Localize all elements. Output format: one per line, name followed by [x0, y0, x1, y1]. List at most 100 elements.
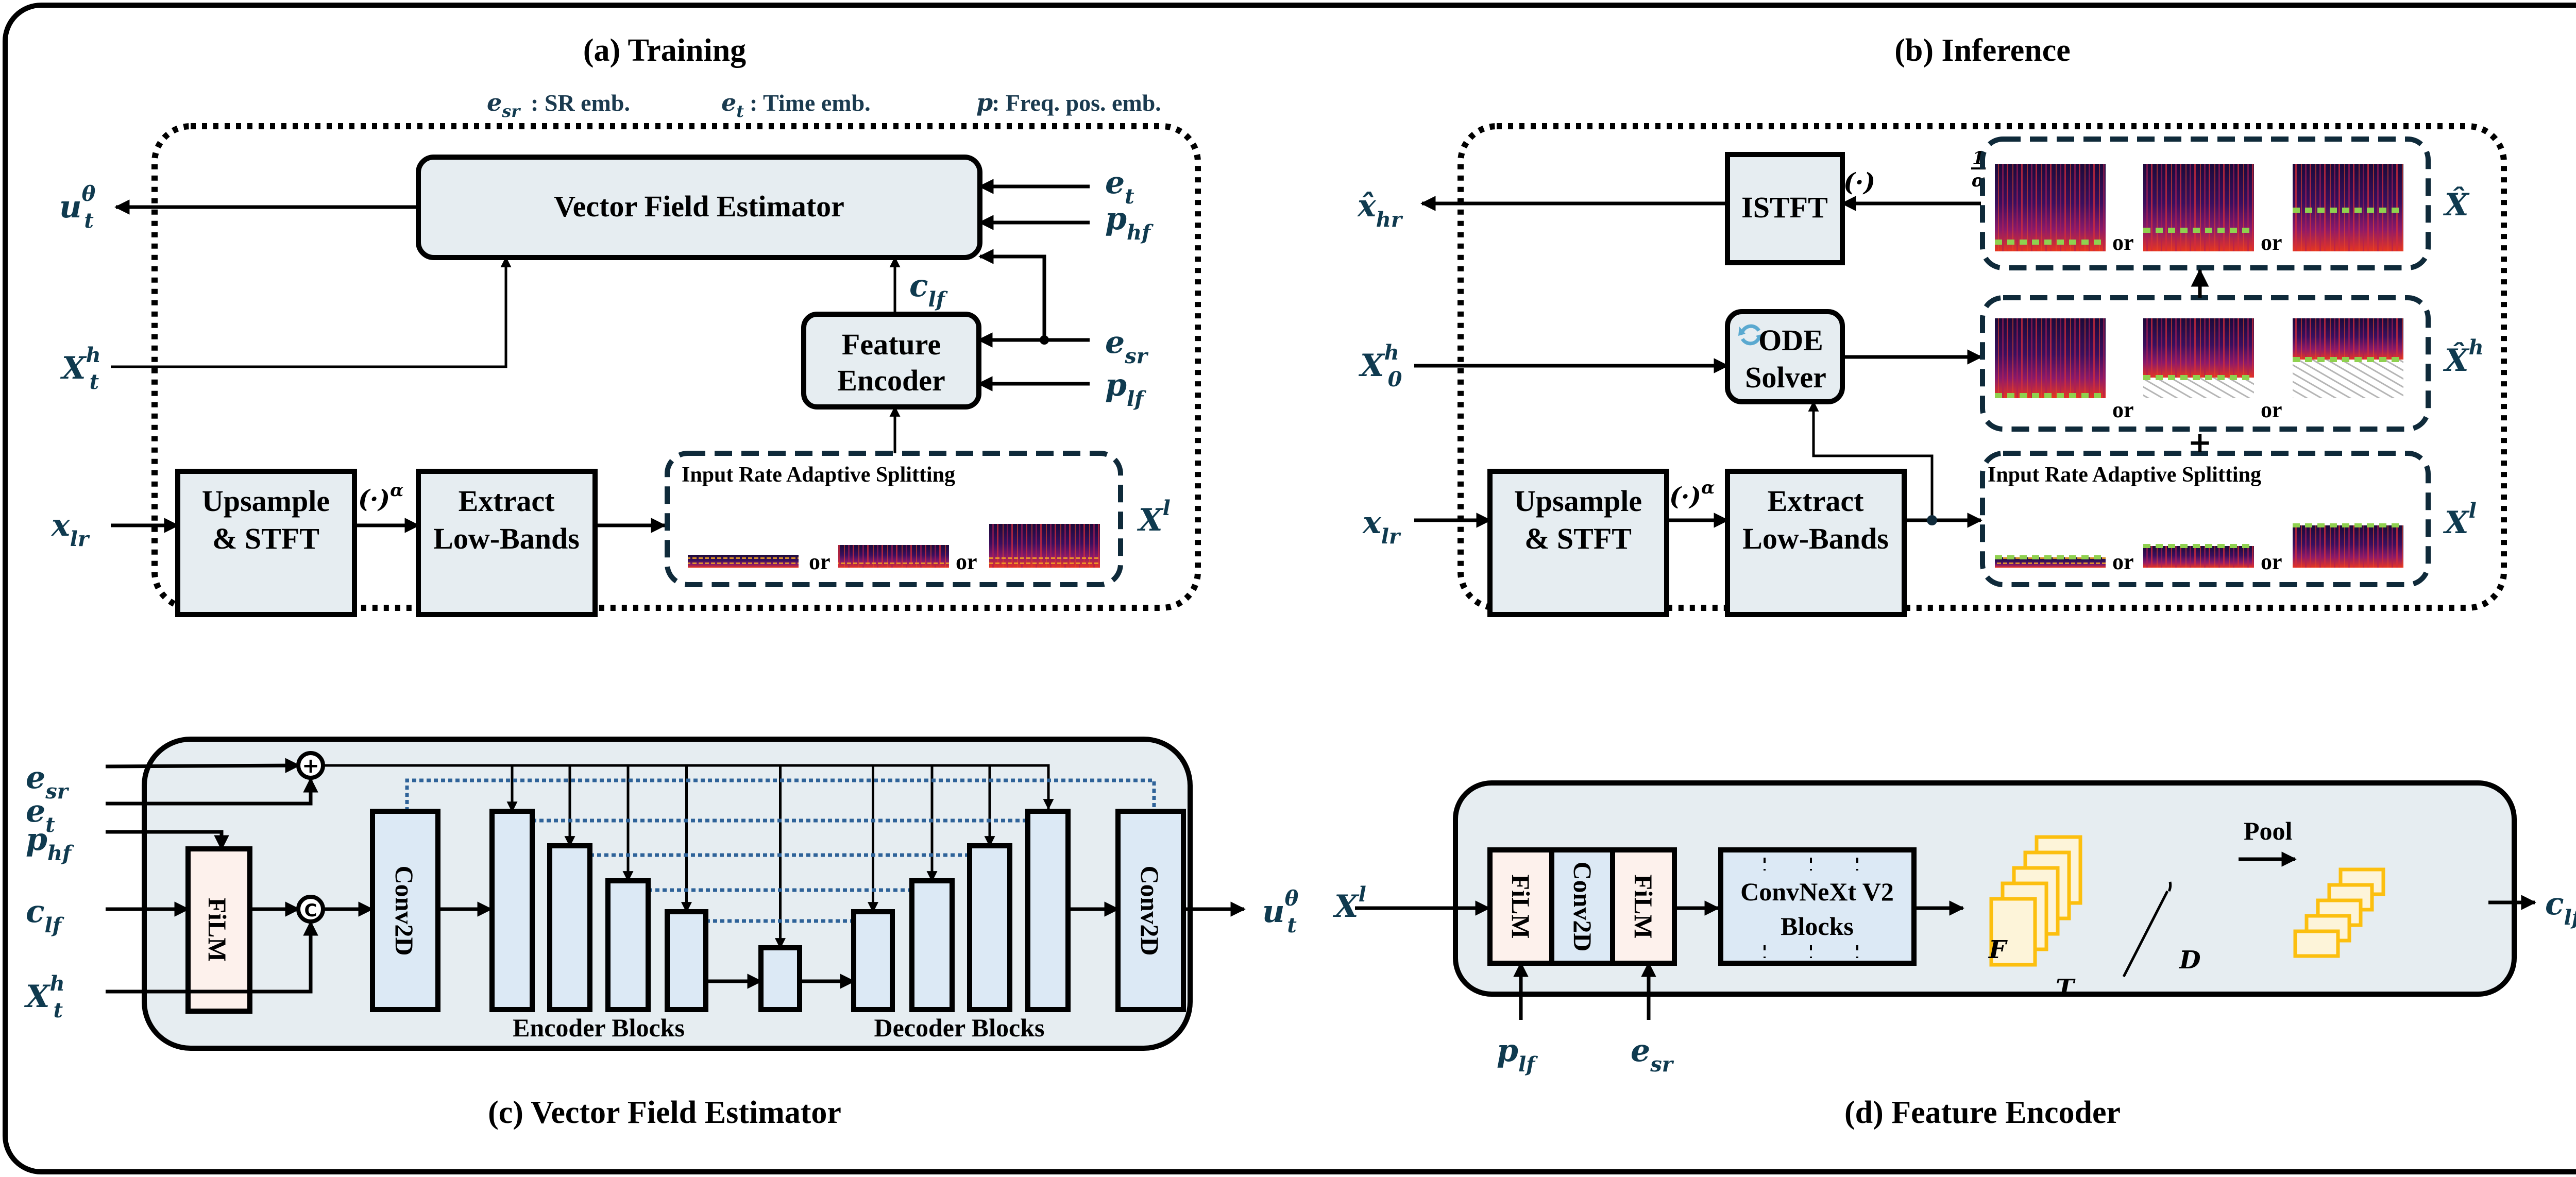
conv2d-out[interactable]: [1115, 809, 1186, 1012]
film-label-vfe: FiLM: [203, 898, 232, 962]
arrow-esr-to-add: [105, 758, 300, 773]
film-label-fe-2: FiLM: [1629, 875, 1658, 939]
axis-f-label: F: [1988, 935, 2008, 964]
label-clf: clf: [909, 268, 948, 312]
arrow-phf-to-film: [106, 830, 229, 850]
label-xhat-h: X̂h: [2443, 335, 2484, 379]
arrow-xth-to-vfe: [111, 256, 512, 368]
decoder-block-4[interactable]: [1025, 809, 1071, 1012]
or-label: or: [2112, 230, 2134, 255]
film-box-vfe[interactable]: [185, 846, 252, 1014]
decoder-block-2[interactable]: [909, 878, 955, 1012]
or-label: or: [956, 549, 977, 574]
istft-label: ISTFT: [1741, 191, 1828, 224]
convnext-box[interactable]: [1718, 847, 1917, 966]
label-esr-fe: esr: [1631, 1033, 1674, 1077]
skip-connection-outer: [405, 778, 1156, 811]
bottleneck-block[interactable]: [758, 945, 802, 1012]
legend-esr-symbol: esr: [487, 89, 521, 121]
encoder-block-4[interactable]: [665, 909, 708, 1012]
label-clf-vfe: clf: [26, 894, 64, 937]
vfe-box-label: Vector Field Estimator: [554, 190, 844, 223]
concat-symbol: C: [304, 900, 317, 921]
upsample-label-2: & STFT: [212, 522, 319, 555]
convnext-label-2: Blocks: [1781, 912, 1854, 941]
spectrogram-row-xhat: or or: [1995, 164, 2403, 255]
spectrogram-row-xhat-h: or or: [1995, 318, 2403, 422]
legend-et-text: : Time emb.: [750, 90, 871, 116]
conv2d-out-label: Conv2D: [1136, 865, 1164, 956]
axis-d-brace: [2122, 881, 2172, 978]
decoder-block-1[interactable]: [851, 909, 895, 1012]
spectrogram-thumbs-training: or or: [688, 524, 1100, 574]
conv2d-in-label: Conv2D: [390, 865, 419, 956]
encoder-block-1[interactable]: [489, 809, 535, 1012]
encoder-blocks-label: Encoder Blocks: [513, 1013, 685, 1042]
refresh-icon: [1738, 324, 1763, 346]
xhat-container: [1980, 137, 2431, 270]
panel-title-training: (a) Training: [583, 33, 746, 68]
or-label: or: [2112, 397, 2134, 422]
label-xhr-hat: x̂hr: [1357, 188, 1403, 232]
axis-t-label: T: [2056, 974, 2076, 1003]
panel-feature-encoder: Xl FiLM Conv2D FiLM plf esr ConvNeXt V2 …: [1332, 780, 2576, 1130]
inv-power-base: (·): [1843, 168, 1875, 197]
upsample-stft-box[interactable]: [175, 469, 357, 617]
encoder-block-2[interactable]: [547, 843, 592, 1012]
upsample-label-1: Upsample: [202, 484, 330, 518]
convnext-stack-marks: [1764, 858, 1858, 958]
decoder-blocks-label: Decoder Blocks: [874, 1013, 1045, 1042]
label-esr: esr: [1105, 325, 1149, 368]
extract-label-1: Extract: [1768, 484, 1864, 518]
label-xlr: xlr: [50, 507, 90, 551]
upsample-label-1: Upsample: [1514, 484, 1642, 518]
unet-blocks: [489, 809, 1071, 1012]
istft-box[interactable]: [1725, 152, 1845, 265]
power-alpha-label-inf: (·)α: [1669, 477, 1715, 511]
film-box-fe-2[interactable]: [1610, 847, 1677, 966]
label-xl-inference: Xl: [2443, 499, 2477, 541]
extract-lowbands-box-inference[interactable]: [1725, 469, 1907, 617]
split-container-training: [665, 451, 1123, 587]
or-label: or: [2261, 397, 2282, 422]
pooled-maps: [2293, 867, 2385, 958]
feature-encoder-label-2: Encoder: [837, 364, 945, 397]
label-et: et: [1105, 165, 1134, 209]
panel-training: (a) Training esr : SR emb. et : Time emb…: [50, 33, 1201, 617]
label-phf-vfe: phf: [26, 822, 74, 865]
arrow-xth-to-concat: [106, 920, 318, 994]
panel-title-fe: (d) Feature Encoder: [1844, 1095, 2121, 1130]
ode-label-2: Solver: [1745, 361, 1826, 394]
legend-p-text: : Freq. pos. emb.: [992, 90, 1161, 116]
extract-label-2: Low-Bands: [1742, 522, 1889, 555]
decoder-block-3[interactable]: [967, 843, 1012, 1012]
legend-esr-text: : SR emb.: [531, 90, 630, 116]
ode-label-1: ODE: [1758, 323, 1823, 357]
feature-map-slice: [1989, 897, 2037, 967]
extract-label-2: Low-Bands: [433, 522, 580, 555]
extract-lowbands-box[interactable]: [416, 469, 598, 617]
embedding-drops: [506, 765, 995, 949]
label-plf-fe: plf: [1497, 1033, 1538, 1077]
legend: esr : SR emb. et : Time emb. p : Freq. p…: [487, 89, 1161, 121]
plus-sign: +: [2188, 426, 2212, 459]
label-clf-fe: clf: [2545, 886, 2576, 930]
panel-inference: (b) Inference ISTFT x̂hr (·) 1 α ODE Sol…: [1357, 33, 2507, 617]
power-alpha-label: (·)α: [358, 480, 403, 514]
label-xlr-inference: xlr: [1362, 505, 1401, 549]
junction-dot: [1927, 515, 1937, 525]
arrow-et-to-add: [106, 777, 318, 806]
label-xhat: X̂: [2443, 186, 2470, 223]
encoder-block-3[interactable]: [605, 878, 651, 1012]
add-symbol: +: [302, 754, 319, 778]
panel-title-vfe: (c) Vector Field Estimator: [488, 1095, 841, 1130]
feature-maps: [1989, 835, 2082, 967]
or-label: or: [2112, 549, 2134, 574]
label-plf: plf: [1105, 367, 1146, 411]
upsample-stft-box-inference[interactable]: [1487, 469, 1669, 617]
